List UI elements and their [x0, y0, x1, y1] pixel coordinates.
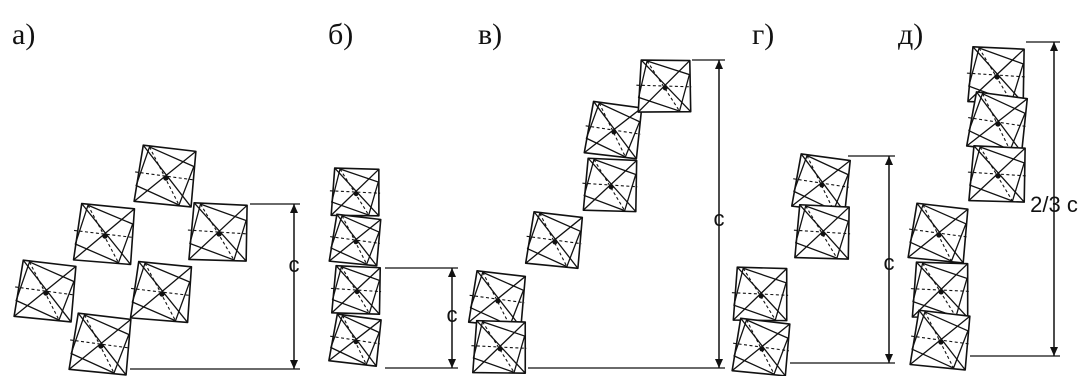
octahedron-8	[330, 264, 382, 315]
octahedron-22	[967, 144, 1027, 203]
octahedron-14	[583, 100, 643, 160]
panel-d-label: д)	[898, 18, 923, 51]
panel-v-dimension: c	[714, 206, 725, 231]
octahedron-19	[731, 317, 791, 376]
panel-b-dimension-line	[385, 267, 458, 369]
panel-b-label: б)	[328, 18, 353, 51]
octahedron-5	[68, 312, 132, 376]
octahedron-1	[72, 202, 136, 266]
panel-a-dimension: c	[289, 252, 300, 277]
octahedron-4	[129, 260, 193, 324]
dimension-lines-layer	[130, 41, 1060, 370]
panel-a-dimension-line	[130, 203, 300, 370]
octahedron-18	[731, 266, 789, 322]
octahedron-25	[909, 309, 971, 371]
octahedra-layer	[13, 45, 1029, 376]
octahedron-23	[907, 202, 969, 264]
octahedron-20	[966, 45, 1026, 104]
octahedron-15	[636, 59, 692, 113]
octahedron-9	[328, 313, 382, 367]
panel-a-label: а)	[12, 18, 35, 51]
octahedron-12	[524, 210, 584, 270]
octahedron-2	[187, 202, 249, 262]
octahedron-0	[133, 144, 197, 208]
octahedron-6	[329, 167, 381, 217]
octahedron-24	[910, 261, 970, 319]
octahedron-21	[965, 91, 1029, 154]
panel-d-dimension-line	[970, 41, 1060, 357]
octahedron-7	[328, 213, 382, 267]
panel-v-label: в)	[478, 18, 502, 51]
octahedron-16	[790, 153, 852, 214]
panel-d-dimension: 2/3 c	[1030, 192, 1078, 217]
panel-g-label: г)	[752, 18, 774, 51]
panel-v-dimension-line	[528, 59, 725, 369]
panel-b-dimension: c	[447, 302, 458, 327]
panel-g-dimension: c	[884, 250, 895, 275]
octahedron-11	[471, 319, 527, 374]
octahedron-3	[13, 259, 77, 323]
octahedron-13	[582, 157, 638, 213]
panel-g-dimension-line	[790, 155, 895, 364]
octahedron-10	[467, 269, 527, 329]
octahedron-17	[793, 203, 851, 260]
